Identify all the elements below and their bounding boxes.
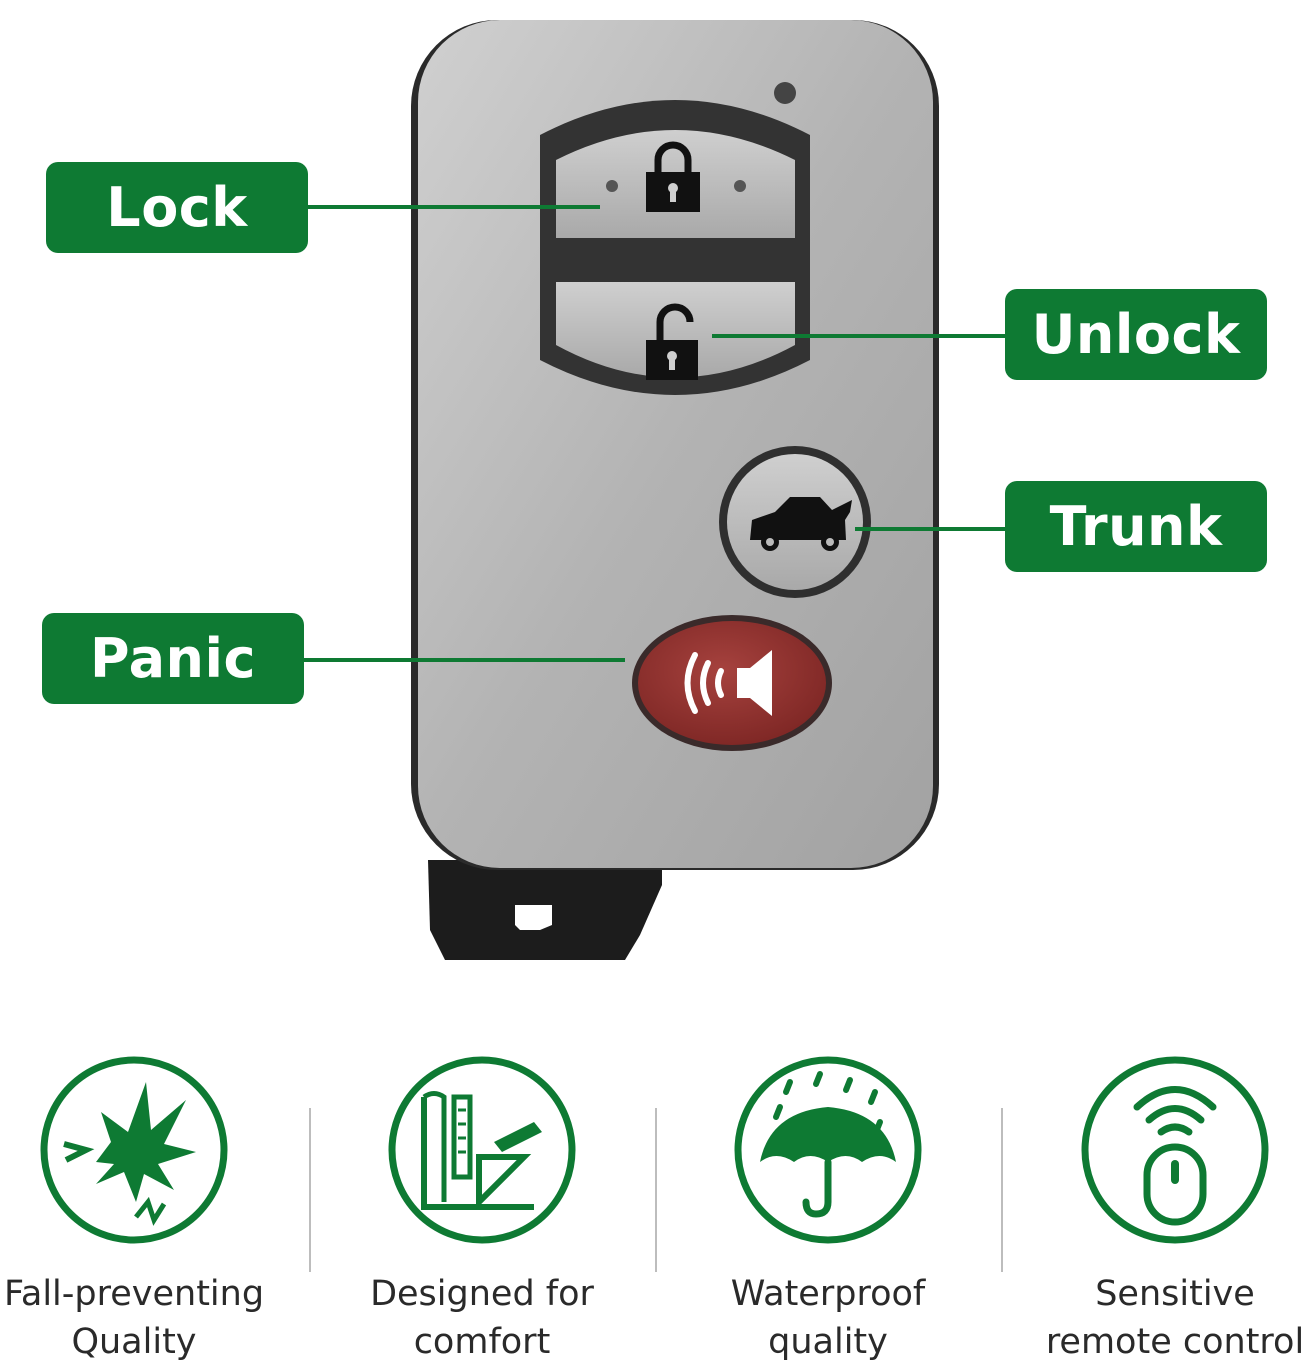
feature-caption-line1: Waterproof — [730, 1274, 926, 1314]
feature-fall-preventing: Fall-preventing Quality — [0, 1052, 284, 1366]
feature-caption-line1: Fall-preventing — [3, 1274, 265, 1314]
unlock-label: Unlock — [1005, 289, 1267, 380]
feature-divider — [1001, 1108, 1003, 1272]
feature-caption-line2: Quality — [71, 1322, 197, 1362]
feature-divider — [309, 1108, 311, 1272]
unlock-connector — [712, 334, 1010, 338]
car-trunk-icon — [750, 497, 852, 551]
trunk-connector — [855, 527, 1010, 531]
unlock-icon — [646, 303, 698, 380]
speaker-shape — [737, 650, 772, 716]
feature-waterproof: Waterproof quality — [678, 1052, 978, 1366]
led-indicator — [774, 82, 796, 104]
feature-caption-line2: quality — [768, 1322, 888, 1362]
feature-divider — [655, 1108, 657, 1272]
trunk-label: Trunk — [1005, 481, 1267, 572]
feature-caption-line2: comfort — [413, 1322, 551, 1362]
feature-caption-line2: remote control — [1045, 1322, 1305, 1362]
feature-caption-line1: Designed for — [370, 1274, 594, 1314]
key-fob-illustration — [411, 20, 939, 960]
feature-sensitive-remote-control: Sensitive remote control — [1025, 1052, 1310, 1366]
trunk-button[interactable] — [719, 446, 871, 598]
panic-connector — [300, 658, 625, 662]
lock-icon — [646, 141, 700, 212]
blueprint-ruler-icon — [388, 1056, 576, 1244]
panic-label: Panic — [42, 613, 304, 704]
feature-caption-line1: Sensitive — [1095, 1274, 1255, 1314]
umbrella-rain-icon — [734, 1056, 922, 1244]
impact-burst-icon — [40, 1056, 228, 1244]
lock-connector — [300, 205, 600, 209]
alarm-speaker-icon — [684, 652, 724, 714]
key-blade — [428, 860, 662, 960]
panic-button[interactable] — [632, 615, 832, 751]
feature-designed-for-comfort: Designed for comfort — [332, 1052, 632, 1366]
lock-button[interactable] — [556, 130, 795, 238]
lock-label: Lock — [46, 162, 308, 253]
remote-signal-icon — [1081, 1056, 1269, 1244]
unlock-button[interactable] — [556, 282, 795, 380]
